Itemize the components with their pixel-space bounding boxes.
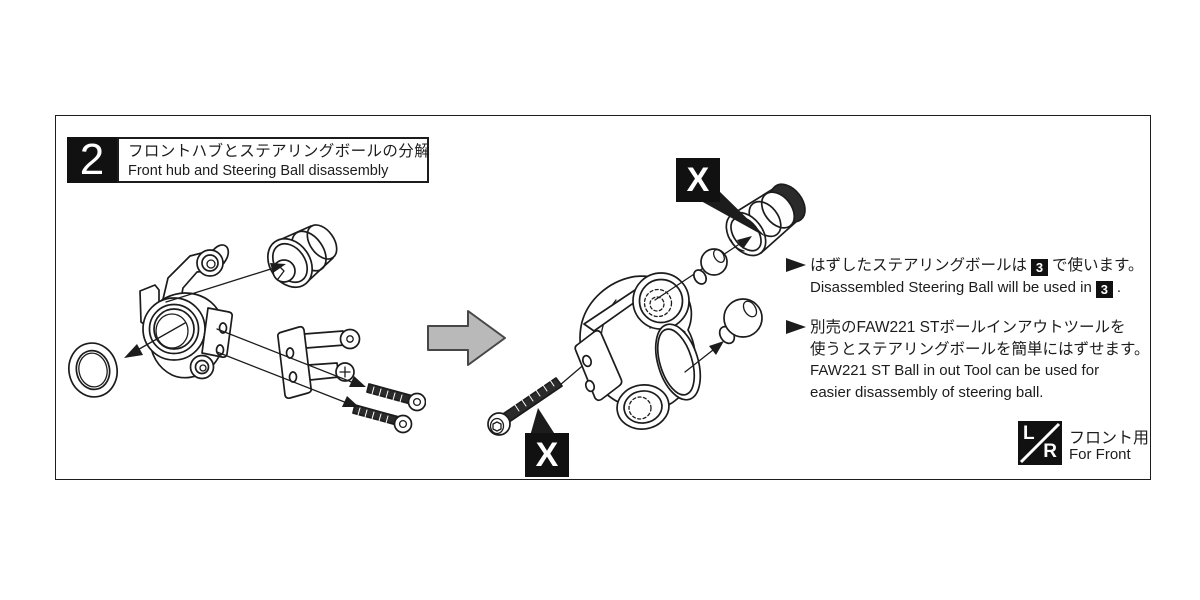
front-hub-assembly: [574, 272, 702, 430]
note2-japanese-line1: 別売のFAW221 STボールインアウトツールを: [810, 319, 1126, 336]
section-title-japanese: フロントハブとステアリングボールの分解: [128, 143, 431, 160]
for-front-label-english: For Front: [1069, 446, 1131, 463]
note1-jp-text: はずしたステアリングボールは: [810, 257, 1028, 274]
ball-in-out-tool-part: [725, 183, 806, 257]
hub-carrier: [139, 244, 234, 380]
lr-right-letter: R: [1043, 441, 1057, 462]
hex-screw-part: [487, 377, 563, 436]
section-title-english: Front hub and Steering Ball disassembly: [128, 163, 389, 179]
steering-ball-removal-diagram: [487, 183, 806, 436]
note-bullet-icon: [786, 320, 806, 334]
x-mark-tool: X: [676, 158, 720, 202]
step-ref-badge: 3: [1031, 259, 1049, 276]
kingpin-bushing-part: [266, 224, 338, 289]
section-title-box: フロントハブとステアリングボールの分解 Front hub and Steeri…: [117, 137, 431, 183]
steering-ball-upper-part: [692, 248, 728, 285]
note1-en-text: Disassembled Steering Ball will be used …: [810, 278, 1092, 296]
disassembly-arrows: [124, 263, 366, 407]
x-mark-letter: X: [535, 435, 559, 474]
front-hub-exploded-diagram: [68, 224, 426, 434]
note1-english: Disassembled Steering Ball will be used …: [810, 277, 1156, 299]
note1-en-text-after: .: [1116, 278, 1121, 296]
note-bullet-icon: [786, 258, 806, 272]
left-right-badge: L R: [1018, 421, 1062, 465]
note1-jp-text-after: で使います。: [1052, 257, 1144, 274]
bearing-ring-part: [68, 342, 118, 398]
note2-english-line2: easier disassembly of steering ball.: [810, 383, 1044, 401]
hub-screws-part: [352, 383, 426, 434]
step-ref-badge: 3: [1095, 280, 1113, 298]
note2-japanese-line2: 使うとステアリングボールを簡単にはずせます。: [810, 340, 1150, 358]
step-number-box: 2: [67, 137, 117, 183]
section-frame: [55, 115, 1151, 480]
steering-ball-lower-part: [718, 298, 763, 345]
note-optional-tool: 別売のFAW221 STボールインアウトツールを 使うとステアリングボールを簡単…: [786, 317, 1156, 403]
steering-arm-part: [276, 325, 361, 400]
step-number: 2: [79, 135, 105, 184]
lr-left-letter: L: [1023, 423, 1035, 444]
for-front-label-japanese: フロント用: [1069, 430, 1150, 447]
x-mark-screw: X: [525, 433, 569, 477]
note2-english-line1: FAW221 ST Ball in out Tool can be used f…: [810, 362, 1100, 379]
lr-diagonal-icon: [1019, 422, 1061, 464]
x-mark-letter: X: [686, 160, 710, 199]
process-arrow-icon: [427, 310, 506, 366]
